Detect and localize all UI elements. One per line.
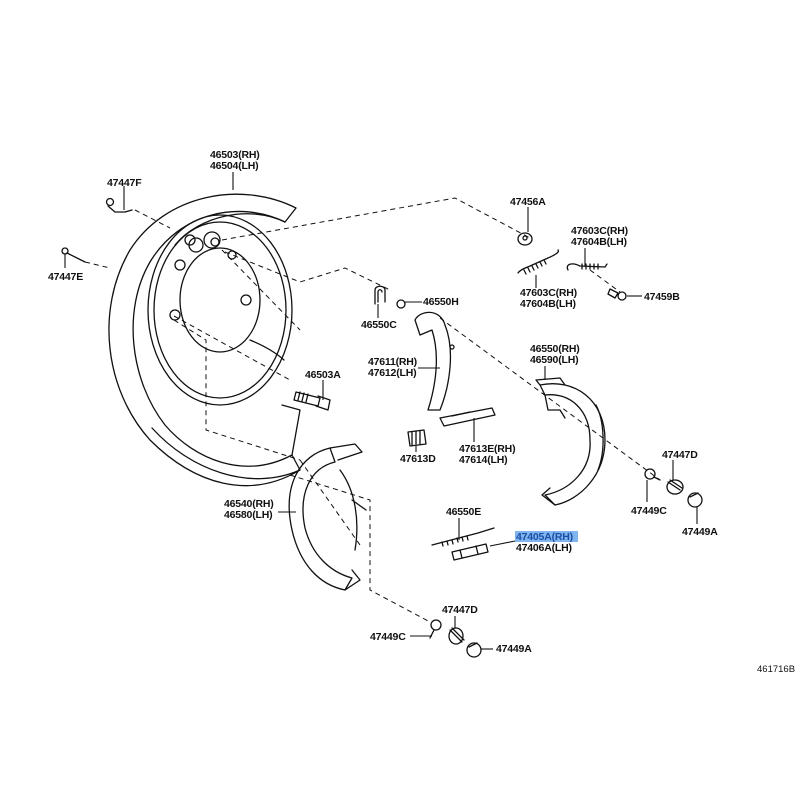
strut-47613e-part[interactable]	[439, 407, 496, 427]
bolt-47459b-part[interactable]	[607, 288, 627, 301]
label-47447f[interactable]: 47447F	[107, 177, 142, 189]
label-46550c[interactable]: 46550C	[361, 319, 397, 331]
label-46550e[interactable]: 46550E	[446, 506, 481, 518]
pin-47449c-bottom-part[interactable]	[429, 619, 442, 639]
label-46550h[interactable]: 46550H	[423, 296, 459, 308]
selected-label-highlight	[515, 531, 578, 542]
label-47449a-right[interactable]: 47449A	[682, 526, 718, 538]
label-47604b-lower[interactable]: 47604B(LH)	[520, 298, 576, 310]
label-47614[interactable]: 47614(LH)	[459, 454, 508, 466]
cap-47449a-bottom-part[interactable]	[466, 642, 482, 658]
label-47613e[interactable]: 47613E(RH)	[459, 443, 516, 455]
label-47459b[interactable]: 47459B	[644, 291, 680, 303]
pin-47449c-right-part[interactable]	[644, 468, 661, 481]
label-47447d-right[interactable]: 47447D	[662, 449, 698, 461]
label-47603c-lower[interactable]: 47603C(RH)	[520, 287, 577, 299]
spring-47603c-lower-part[interactable]	[517, 249, 560, 275]
spring-47603c-upper-part[interactable]	[566, 263, 608, 271]
label-47405a-selected[interactable]: 47405A(RH)	[516, 531, 573, 543]
label-47456a[interactable]: 47456A	[510, 196, 546, 208]
label-47603c-upper[interactable]: 47603C(RH)	[571, 225, 628, 237]
leader-lines	[64, 172, 698, 650]
clip-47447f-part[interactable]	[105, 197, 133, 213]
label-47449a-bottom[interactable]: 47449A	[496, 643, 532, 655]
label-46540[interactable]: 46540(RH)	[224, 498, 274, 510]
label-46503a[interactable]: 46503A	[305, 369, 341, 381]
cap-47449a-right-part[interactable]	[687, 492, 703, 508]
label-46550[interactable]: 46550(RH)	[530, 343, 580, 355]
label-47613d[interactable]: 47613D	[400, 453, 436, 465]
bolt-46503a-part[interactable]	[293, 391, 331, 411]
label-47612[interactable]: 47612(LH)	[368, 367, 417, 379]
lever-47611-part[interactable]	[414, 311, 455, 411]
label-47406a[interactable]: 47406A(LH)	[516, 542, 572, 554]
strut-47613d-part[interactable]	[407, 429, 427, 447]
spring-47447d-bottom-part[interactable]	[448, 627, 465, 645]
clip-46550c-part[interactable]	[374, 285, 386, 305]
adjuster-47405a-part[interactable]	[451, 540, 516, 561]
figure-code: 461716B	[757, 664, 795, 675]
spring-47447d-right-part[interactable]	[666, 479, 684, 495]
label-46503[interactable]: 46503(RH)	[210, 149, 260, 161]
part-labels: 46503(RH) 46504(LH) 47447F 47447E 46503A…	[48, 149, 795, 675]
label-47604b-upper[interactable]: 47604B(LH)	[571, 236, 627, 248]
label-46580[interactable]: 46580(LH)	[224, 509, 273, 521]
label-47449c-right[interactable]: 47449C	[631, 505, 667, 517]
label-47449c-bottom[interactable]: 47449C	[370, 631, 406, 643]
label-46590[interactable]: 46590(LH)	[530, 354, 579, 366]
backing-plate-part[interactable]	[108, 193, 301, 487]
label-47611[interactable]: 47611(RH)	[368, 356, 417, 368]
assembly-lines	[84, 197, 661, 623]
cup-47456a-part[interactable]	[517, 232, 533, 246]
label-46504[interactable]: 46504(LH)	[210, 160, 259, 172]
label-47447d-bottom[interactable]: 47447D	[442, 604, 478, 616]
shoe-46540-part[interactable]	[288, 443, 367, 591]
spring-46550e-part[interactable]	[431, 527, 495, 547]
shoe-46550-part[interactable]	[535, 377, 606, 506]
label-47447e[interactable]: 47447E	[48, 271, 83, 283]
washer-46550h-part[interactable]	[396, 299, 406, 309]
